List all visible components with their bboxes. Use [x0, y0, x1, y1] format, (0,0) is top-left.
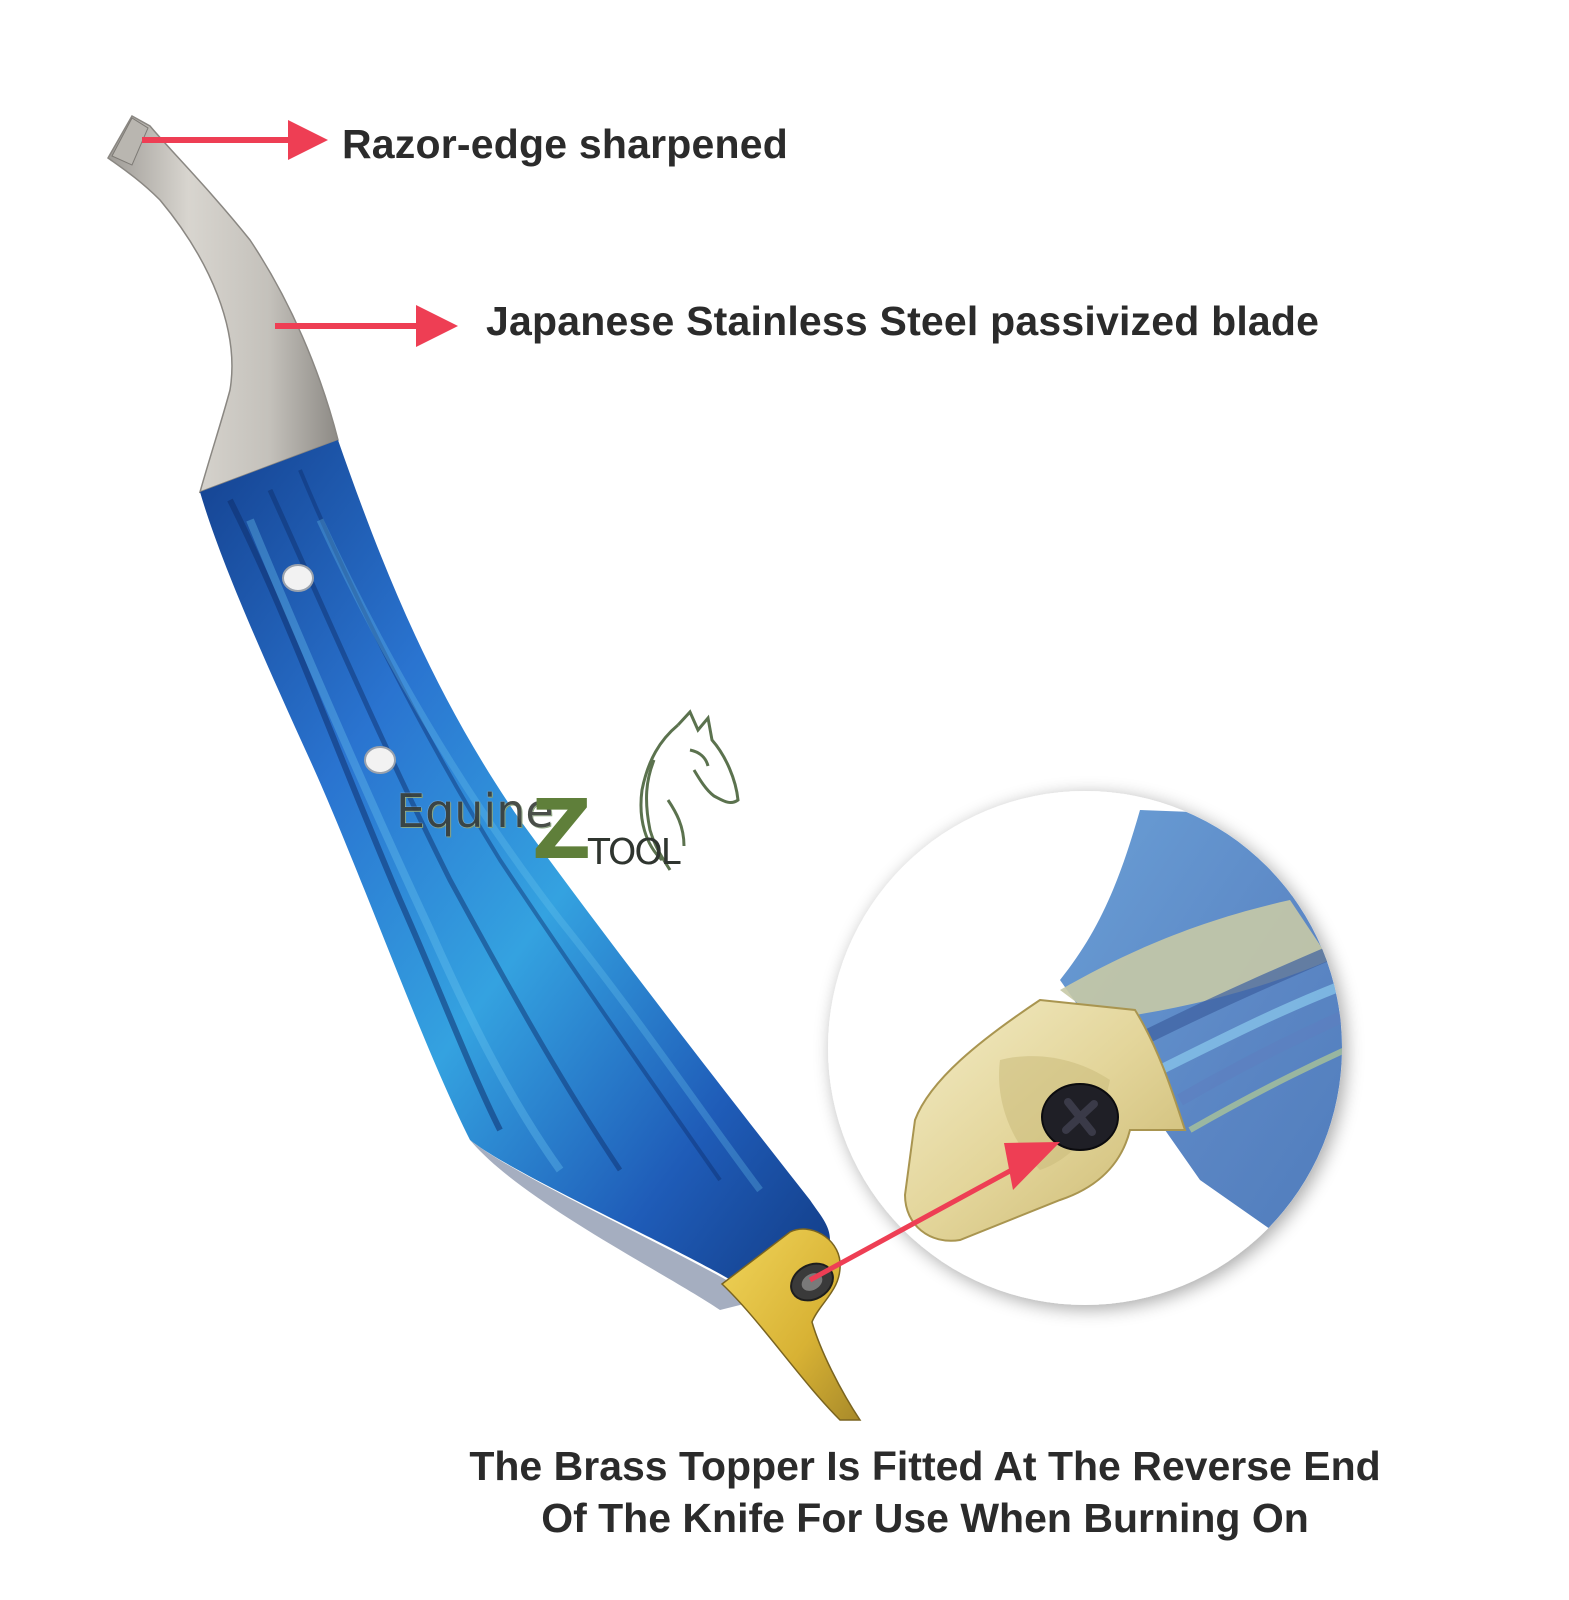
- topper-closeup-inset: [828, 791, 1342, 1305]
- arrow-razor-edge: [142, 120, 328, 160]
- brand-watermark-suffix: TOOL: [588, 832, 681, 873]
- blade-material-label: Japanese Stainless Steel passivized blad…: [486, 298, 1320, 344]
- caption-line-2: Of The Knife For Use When Burning On: [541, 1495, 1309, 1541]
- knife-blade: [107, 114, 339, 494]
- knife-handle: [200, 440, 830, 1310]
- arrow-blade: [275, 305, 458, 347]
- brand-watermark-z: Z: [532, 783, 592, 878]
- rivet-top: [282, 564, 314, 592]
- arrow-brass-topper: [808, 1142, 1060, 1283]
- caption-line-1: The Brass Topper Is Fitted At The Revers…: [469, 1443, 1381, 1489]
- brand-watermark-prefix: Equine: [396, 784, 554, 838]
- razor-edge-label: Razor-edge sharpened: [342, 121, 788, 167]
- horse-head-icon: [639, 709, 740, 871]
- rivet-bottom: [364, 746, 396, 774]
- brass-topper-caption: The Brass Topper Is Fitted At The Revers…: [420, 1440, 1430, 1544]
